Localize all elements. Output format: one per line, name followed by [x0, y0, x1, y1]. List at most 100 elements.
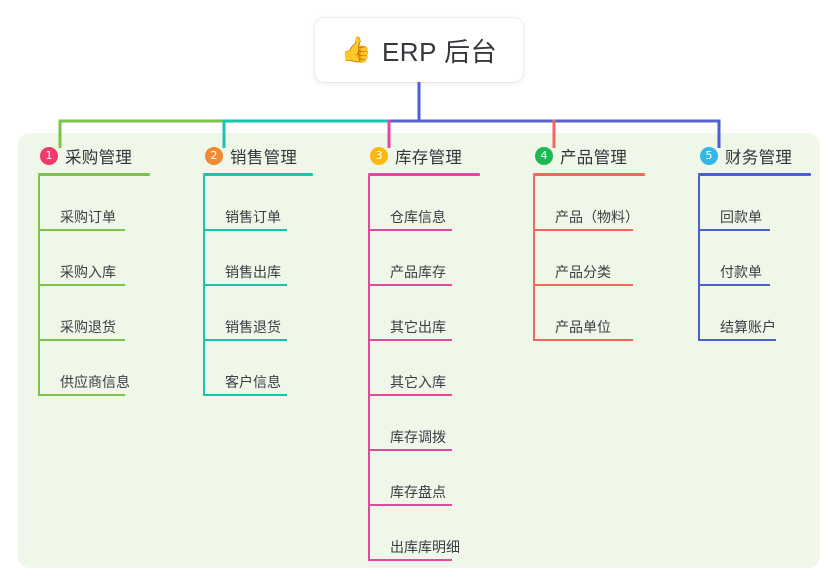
column-item[interactable]: 供应商信息: [38, 341, 150, 396]
column-item-label: 产品库存: [390, 264, 446, 280]
column-item-label: 采购订单: [60, 209, 116, 225]
column-title: 采购管理: [65, 149, 133, 167]
column-item[interactable]: 销售出库: [203, 231, 313, 286]
column-spine: [203, 176, 205, 396]
column-item[interactable]: 采购订单: [38, 176, 150, 231]
column-spine: [698, 176, 700, 341]
column-item-label: 采购入库: [60, 264, 116, 280]
column-header[interactable]: 3 库存管理: [368, 144, 480, 168]
column-title: 库存管理: [395, 149, 463, 167]
column-title: 产品管理: [560, 149, 628, 167]
column-item[interactable]: 出库库明细: [368, 506, 480, 561]
column-header[interactable]: 4 产品管理: [533, 144, 645, 168]
column-title: 财务管理: [725, 149, 793, 167]
root-node-erp-backend[interactable]: 👍 ERP 后台: [315, 18, 523, 82]
column-item-label: 回款单: [720, 209, 762, 225]
column-item-underline: [533, 229, 633, 231]
column-item[interactable]: 其它入库: [368, 341, 480, 396]
column-item-underline: [698, 229, 770, 231]
column-item-label: 销售退货: [225, 319, 281, 335]
column-item-label: 出库库明细: [390, 539, 460, 555]
column-header-underline: [38, 173, 150, 176]
column-badge-number: 3: [370, 147, 388, 165]
column-item-underline: [533, 339, 633, 341]
column-item[interactable]: 销售退货: [203, 286, 313, 341]
column-item[interactable]: 产品（物料）: [533, 176, 645, 231]
column-header[interactable]: 5 财务管理: [698, 144, 811, 168]
column-item-label: 产品（物料）: [555, 209, 639, 225]
column-badge-number: 5: [700, 147, 718, 165]
column-spine: [533, 176, 535, 341]
column-item[interactable]: 销售订单: [203, 176, 313, 231]
column-item[interactable]: 产品单位: [533, 286, 645, 341]
column-header[interactable]: 2 销售管理: [203, 144, 313, 168]
column-product: 4 产品管理 产品（物料） 产品分类产品单位: [533, 144, 645, 341]
column-item[interactable]: 采购入库: [38, 231, 150, 286]
column-item-label: 其它入库: [390, 374, 446, 390]
thumbs-up-icon: 👍: [340, 35, 372, 64]
column-item-underline: [368, 229, 452, 231]
column-header-underline: [698, 173, 811, 176]
column-item-label: 库存调拨: [390, 429, 446, 445]
column-item-underline: [38, 284, 125, 286]
column-badge-number: 1: [40, 147, 58, 165]
column-item-label: 客户信息: [225, 374, 281, 390]
column-item-label: 库存盘点: [390, 484, 446, 500]
column-item-underline: [368, 394, 452, 396]
column-item-underline: [368, 449, 452, 451]
column-item-label: 销售出库: [225, 264, 281, 280]
column-finance: 5 财务管理 回款单付款单结算账户: [698, 144, 811, 341]
column-item[interactable]: 库存盘点: [368, 451, 480, 506]
column-sales: 2 销售管理 销售订单销售出库销售退货客户信息: [203, 144, 313, 396]
column-item-underline: [38, 339, 125, 341]
column-item-label: 产品分类: [555, 264, 611, 280]
column-title: 销售管理: [230, 149, 298, 167]
column-item-underline: [533, 284, 633, 286]
column-badge-number: 2: [205, 147, 223, 165]
column-item-underline: [203, 339, 287, 341]
column-item[interactable]: 结算账户: [698, 286, 811, 341]
column-item-label: 采购退货: [60, 319, 116, 335]
column-items: 产品（物料） 产品分类产品单位: [533, 176, 645, 341]
column-item[interactable]: 产品分类: [533, 231, 645, 286]
column-item[interactable]: 库存调拨: [368, 396, 480, 451]
column-spine: [38, 176, 40, 396]
column-item-underline: [368, 339, 452, 341]
column-item-underline: [368, 284, 452, 286]
column-item[interactable]: 产品库存: [368, 231, 480, 286]
column-item[interactable]: 客户信息: [203, 341, 313, 396]
column-item-label: 付款单: [720, 264, 762, 280]
content-panel: [18, 133, 820, 568]
column-item-underline: [203, 284, 287, 286]
column-items: 回款单付款单结算账户: [698, 176, 811, 341]
column-header-underline: [368, 173, 480, 176]
column-item-label: 供应商信息: [60, 374, 130, 390]
column-items: 仓库信息产品库存其它出库其它入库库存调拨库存盘点出库库明细: [368, 176, 480, 561]
column-items: 采购订单采购入库采购退货供应商信息: [38, 176, 150, 396]
column-item-underline: [38, 229, 125, 231]
column-item-underline: [38, 394, 125, 396]
column-item-underline: [203, 229, 287, 231]
column-item[interactable]: 付款单: [698, 231, 811, 286]
root-node-title: ERP 后台: [381, 36, 498, 67]
column-item[interactable]: 仓库信息: [368, 176, 480, 231]
column-item-label: 结算账户: [720, 319, 776, 335]
column-item[interactable]: 回款单: [698, 176, 811, 231]
column-item[interactable]: 其它出库: [368, 286, 480, 341]
column-header[interactable]: 1 采购管理: [38, 144, 150, 168]
column-item-underline: [698, 339, 776, 341]
column-header-underline: [533, 173, 645, 176]
column-items: 销售订单销售出库销售退货客户信息: [203, 176, 313, 396]
column-item-label: 产品单位: [555, 319, 611, 335]
column-item-underline: [368, 504, 452, 506]
column-inventory: 3 库存管理 仓库信息产品库存其它出库其它入库库存调拨库存盘点出库库明细: [368, 144, 480, 561]
column-item-underline: [698, 284, 770, 286]
column-header-underline: [203, 173, 313, 176]
column-item-label: 销售订单: [225, 209, 281, 225]
column-purchasing: 1 采购管理 采购订单采购入库采购退货供应商信息: [38, 144, 150, 396]
column-badge-number: 4: [535, 147, 553, 165]
column-item-underline: [368, 559, 452, 561]
column-item-label: 其它出库: [390, 319, 446, 335]
column-item[interactable]: 采购退货: [38, 286, 150, 341]
